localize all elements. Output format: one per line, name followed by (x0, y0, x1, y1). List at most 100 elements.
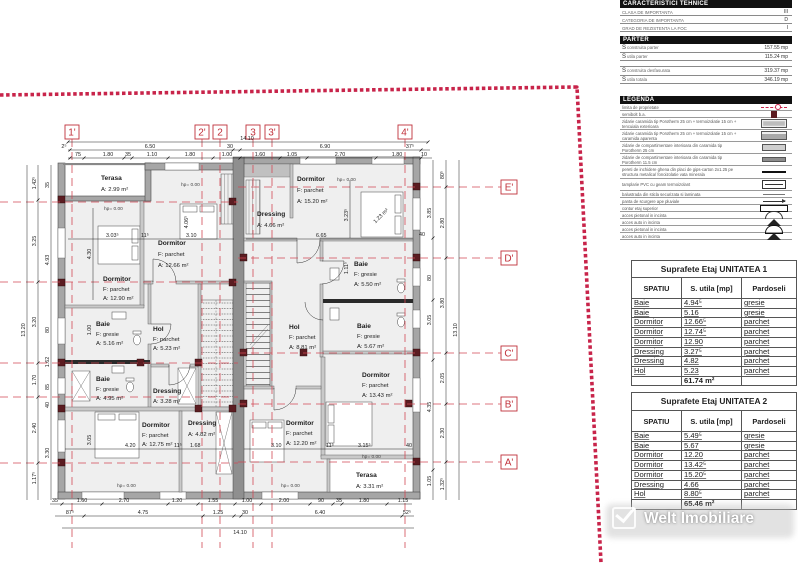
svg-text:hp= 0.00: hp= 0.00 (281, 483, 300, 489)
svg-text:hp= 0.00: hp= 0.00 (117, 483, 136, 489)
car-access-icon (767, 232, 781, 240)
svg-text:2.70: 2.70 (335, 152, 346, 158)
column-header: S. utila [mp] (681, 277, 742, 299)
svg-text:2.70: 2.70 (119, 498, 130, 504)
svg-text:Terasa: Terasa (356, 472, 377, 479)
slope-arrow-icon (763, 199, 786, 204)
windows (57, 156, 421, 500)
legend-panel: LEGENDA limita de proprietate semibolt b… (620, 96, 792, 240)
svg-text:4.20: 4.20 (125, 443, 136, 449)
svg-text:11⁵: 11⁵ (141, 233, 149, 239)
divider (620, 61, 792, 67)
column-icon (771, 110, 777, 118)
interior-wall-25-icon (762, 144, 786, 151)
svg-text:35: 35 (52, 498, 58, 504)
svg-text:1.80: 1.80 (103, 152, 114, 158)
svg-text:F: parchet: F: parchet (103, 287, 130, 293)
svg-text:F: parchet: F: parchet (158, 252, 185, 258)
svg-text:3.15⁵: 3.15⁵ (358, 443, 371, 449)
svg-text:1.10: 1.10 (147, 152, 158, 158)
svg-text:40: 40 (45, 402, 51, 408)
svg-text:F: gresie: F: gresie (357, 334, 381, 340)
svg-text:3.23⁵: 3.23⁵ (344, 209, 350, 222)
svg-text:35: 35 (336, 498, 342, 504)
dimensions-left: 13.20 1.42⁵ 3.25 3.20 1.70 2.40 1.17⁵ 35… (21, 177, 51, 485)
svg-text:B': B' (505, 400, 514, 411)
axis-marker-2: 2 (212, 124, 228, 140)
svg-text:4.30: 4.30 (87, 249, 93, 260)
svg-text:Baie: Baie (96, 321, 110, 328)
staircase-unit-2 (245, 282, 271, 387)
axis-marker-bp: B' (500, 396, 518, 412)
svg-text:35: 35 (125, 152, 131, 158)
svg-text:3.10: 3.10 (271, 443, 282, 449)
svg-text:4.75: 4.75 (138, 510, 149, 516)
dimensions-top: 14.10 2⁵ 6.50 30 6.90 37⁵ 75 1.80 35 1.1… (61, 136, 427, 158)
svg-text:1.05: 1.05 (287, 152, 298, 158)
axis-marker-4p: 4' (397, 124, 413, 140)
axis-marker-ep: E' (500, 179, 518, 195)
svg-text:3.80: 3.80 (440, 298, 446, 309)
svg-text:hp= 0.00: hp= 0.00 (181, 182, 200, 188)
svg-text:3.30: 3.30 (45, 448, 51, 459)
svg-text:4.35: 4.35 (427, 402, 433, 413)
party-wall (232, 156, 245, 500)
watermark-shadow (606, 504, 794, 538)
table-total-row: 65.46 m² (631, 498, 797, 510)
svg-text:F: parchet: F: parchet (297, 188, 324, 194)
svg-text:3': 3' (268, 128, 276, 139)
svg-text:A: 4.82 m²: A: 4.82 m² (188, 432, 215, 438)
watermark: Welt Imobiliare (606, 500, 796, 542)
svg-text:10: 10 (421, 152, 427, 158)
door-swings (150, 239, 345, 411)
svg-text:1': 1' (68, 128, 76, 139)
panel-title: CARACTERISTICI TEHNICE (620, 0, 792, 8)
svg-text:2.00: 2.00 (279, 498, 290, 504)
table-title: Suprafete Etaj UNITATEA 2 (631, 392, 797, 411)
svg-text:11⁵: 11⁵ (326, 443, 334, 449)
axis-marker-cp: C' (500, 345, 518, 361)
property-boundary (0, 85, 603, 563)
svg-text:A': A' (505, 458, 514, 469)
structural-columns (57, 182, 421, 467)
svg-text:A: 15.20 m²: A: 15.20 m² (297, 199, 327, 205)
svg-text:Dormitor: Dormitor (286, 420, 314, 427)
svg-text:40: 40 (406, 443, 412, 449)
svg-text:A: 12.66 m²: A: 12.66 m² (158, 263, 188, 269)
dimensions-bottom: 35 1.60 2.70 1.20 1.55 1.00 2.00 90 35 1… (52, 498, 411, 536)
legend-item: zidarie caramida tip Porotherm 25 cm + t… (620, 130, 792, 142)
svg-text:D': D' (504, 254, 513, 265)
staircase-unit-1 (199, 299, 234, 408)
axis-marker-3p: 3' (264, 124, 280, 140)
beds (94, 191, 404, 463)
level-markers: hp= 0.00 hp= 0.00 hp= 0.00 hp= 0.00 hp= … (104, 177, 381, 489)
svg-text:1.70: 1.70 (32, 375, 38, 386)
boundary-line-icon (761, 104, 787, 110)
svg-text:75: 75 (75, 152, 81, 158)
interior-wall-11-icon (762, 157, 786, 162)
svg-text:C': C' (504, 349, 513, 360)
svg-text:2.80: 2.80 (440, 218, 446, 229)
axis-marker-3: 3 (245, 124, 261, 140)
axis-marker-ap: A' (500, 454, 518, 470)
svg-text:2.05: 2.05 (440, 373, 446, 384)
svg-text:2.30: 2.30 (440, 428, 446, 439)
svg-text:1.80: 1.80 (359, 498, 370, 504)
axis-marker-2p: 2' (194, 124, 210, 140)
svg-text:A: 12.75 m²: A: 12.75 m² (142, 442, 172, 448)
